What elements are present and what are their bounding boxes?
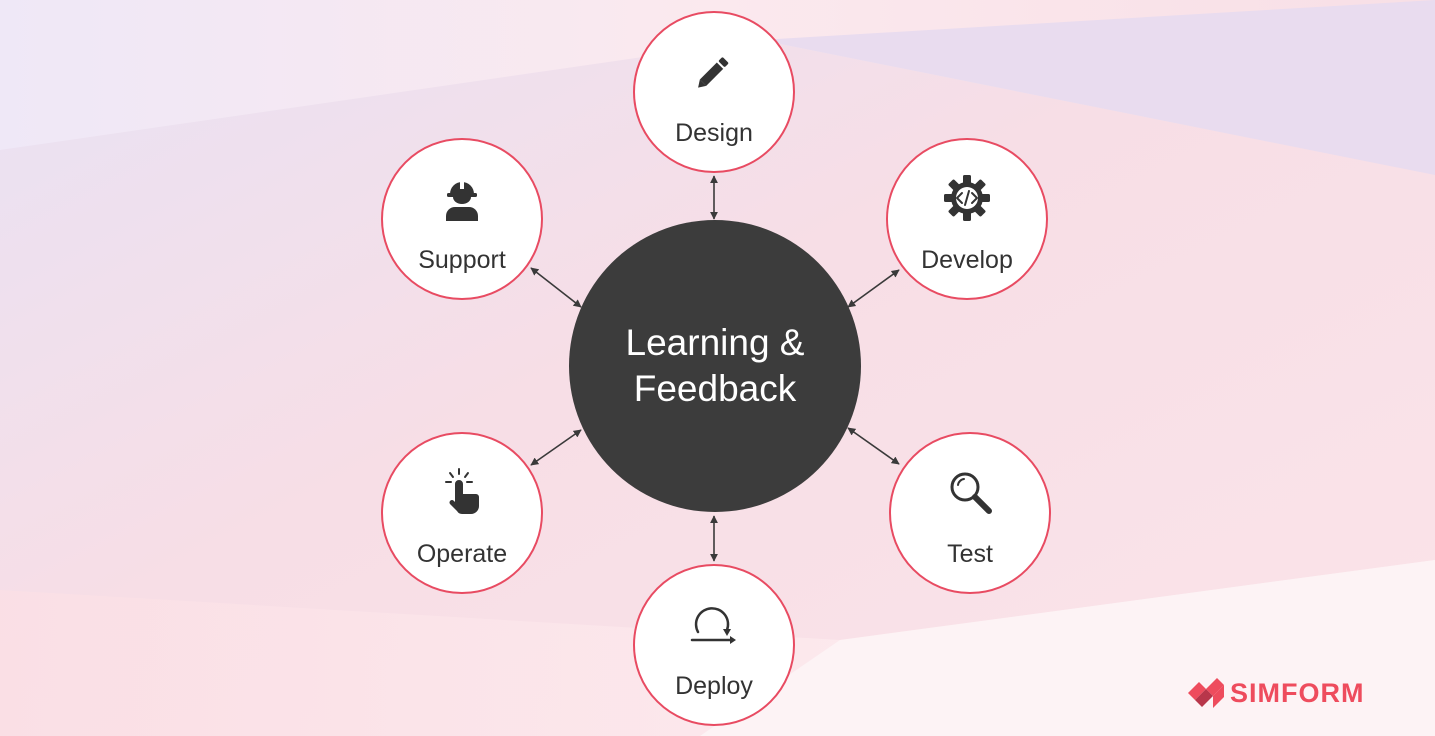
magnifier-icon [950, 472, 992, 514]
hub-label-line1: Learning & [625, 322, 805, 363]
code-gear-icon [944, 175, 990, 221]
stage-label-support: Support [418, 246, 506, 274]
tap-finger-icon [445, 468, 479, 514]
stage-label-test: Test [947, 540, 993, 568]
brand-name: SIMFORM [1230, 677, 1365, 708]
stage-operate: Operate [381, 432, 543, 594]
connector-develop [847, 269, 900, 308]
brand-logo: SIMFORM [1186, 674, 1365, 712]
simform-logo-icon [1188, 678, 1224, 708]
stage-test: Test [889, 432, 1051, 594]
stage-design: Design [633, 11, 795, 173]
cycle-arrows-icon [690, 607, 736, 644]
hub-learning-feedback: Learning & Feedback [569, 220, 861, 512]
hub-label: Learning & Feedback [600, 320, 830, 412]
connector-test [847, 427, 900, 465]
stage-develop: Develop [886, 138, 1048, 300]
stage-label-design: Design [675, 119, 753, 147]
stage-label-deploy: Deploy [675, 672, 753, 700]
stage-deploy: Deploy [633, 564, 795, 726]
hub-label-line2: Feedback [633, 368, 797, 409]
worker-helmet-icon [446, 180, 478, 221]
connector-support [530, 267, 582, 308]
stage-label-develop: Develop [921, 246, 1013, 274]
stage-label-operate: Operate [416, 540, 508, 568]
pencil-icon [698, 57, 729, 88]
connector-operate [530, 429, 582, 466]
stage-support: Support [381, 138, 543, 300]
